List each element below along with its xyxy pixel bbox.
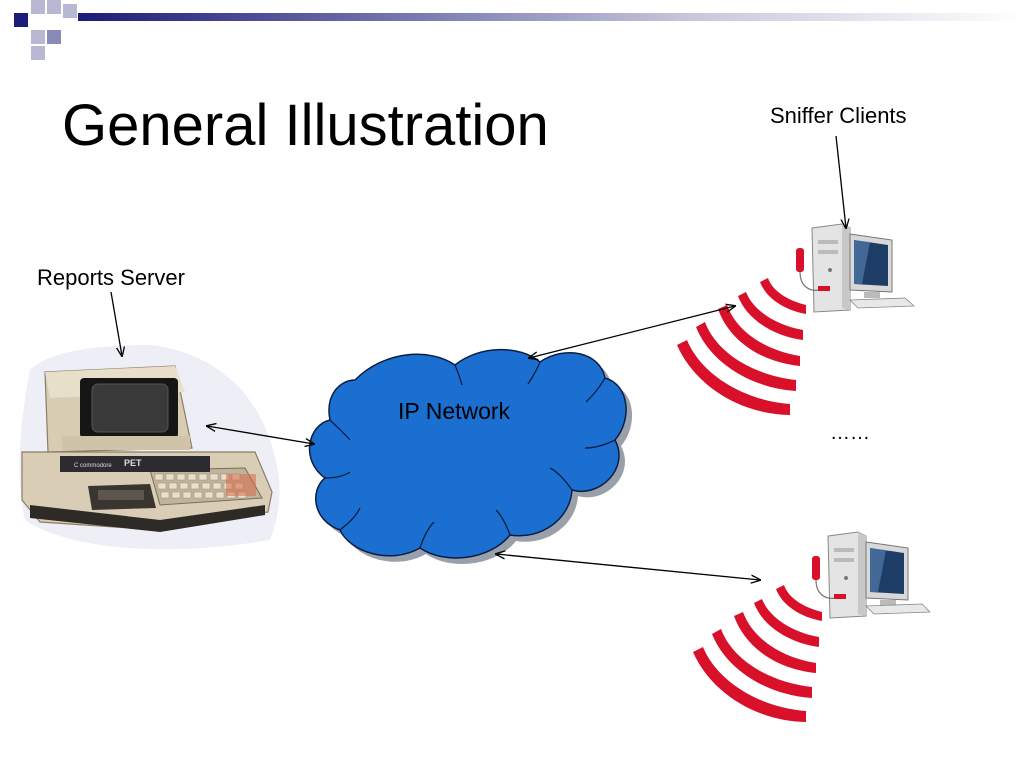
ip-network-cloud (308, 348, 633, 564)
sniffer-clients-label: Sniffer Clients (770, 103, 907, 128)
slide-title: General Illustration (62, 93, 549, 158)
reports-server-label: Reports Server (37, 265, 185, 290)
title-bar-gradient (78, 13, 1024, 21)
more-clients-ellipsis: …… (830, 422, 870, 444)
sniffer-client-computer-icon (812, 531, 931, 619)
reports-server-pointer (110, 291, 122, 356)
ip-network-label: IP Network (398, 398, 511, 424)
wireless-waves-icon (693, 585, 822, 722)
reports-server-computer-icon: C commodore PET (19, 345, 280, 550)
sniffer-clients-pointer (835, 135, 846, 228)
server-network-connector (207, 426, 314, 444)
network-client2-connector (496, 554, 760, 580)
corner-decoration (14, 0, 77, 60)
svg-text:C commodore: C commodore (74, 463, 112, 469)
network-client1-connector (529, 306, 735, 358)
sniffer-client-computer-icon (796, 223, 916, 313)
svg-text:PET: PET (124, 458, 142, 468)
wireless-waves-icon (677, 278, 806, 415)
